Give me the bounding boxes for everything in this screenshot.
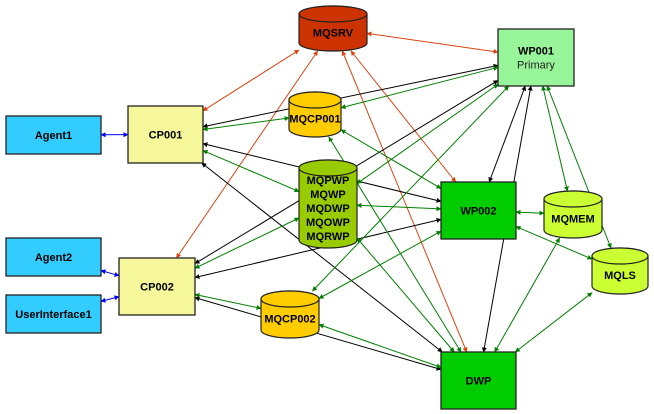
node-wp002[interactable]: WP002 [440,181,517,240]
edge-wp001-mqwp [356,83,499,184]
node-label: MQMEM [551,214,594,226]
edge-wp001-mqcp001 [340,66,499,110]
node-box [5,237,102,277]
edge-dwp-mqmem [494,237,561,353]
node-mqls[interactable]: MQLS [591,247,649,295]
node-cp001[interactable]: CP001 [127,105,204,164]
edge-ui1-cp002 [100,295,120,303]
edge-dwp-mqls [514,292,593,353]
node-mqcp002[interactable]: MQCP002 [260,290,320,339]
node-label: Primary [517,60,555,72]
node-label: MQLS [604,270,636,282]
node-label: MQWP [310,189,345,201]
edge-cp002-mqwp [194,217,300,269]
node-label: Agent1 [35,130,72,142]
node-mqwp[interactable]: MQPWP MQWP MQDWP MQOWP MQRWP [298,159,358,249]
node-label: DWP [466,376,492,388]
cylinder-top [260,290,320,308]
edge-agent2-cp002 [100,269,120,277]
node-label: MQPWP [307,175,350,187]
node-label: CP002 [140,282,174,294]
edge-dwp-mqcp002 [318,323,442,369]
node-label: MQCP002 [264,314,315,326]
cylinder-top [298,5,368,23]
cylinder-top [298,159,358,177]
cylinder-top [543,190,603,208]
node-label: CP001 [149,130,183,142]
edge-cp002-mqcp002 [194,292,262,310]
node-box [118,257,196,316]
edge-wp001-mqmem [541,85,569,192]
node-box [440,351,517,410]
node-label: UserInterface1 [15,309,91,321]
node-agent2[interactable]: Agent2 [5,237,102,277]
node-label: WP001 [518,46,554,58]
node-label: WP002 [460,206,496,218]
node-label: MQCP001 [289,114,340,126]
edge-dwp-mqwp [356,237,455,353]
node-box [440,181,517,240]
node-mqmem[interactable]: MQMEM [543,190,603,239]
edge-mqsrv-wp002 [350,50,457,183]
edges-layer [100,31,612,371]
node-label: MQRWP [306,231,349,243]
node-box [5,294,102,334]
node-label: Agent2 [35,252,72,264]
node-label: MQSRV [313,28,354,40]
node-mqsrv[interactable]: MQSRV [298,5,368,52]
node-label: MQOWP [306,217,350,229]
cylinder-top [591,247,649,265]
node-box [497,28,575,87]
node-label: MQDWP [306,203,349,215]
edge-cp001-mqwp [202,150,300,193]
edge-wp002-mqwp [356,202,442,212]
node-mqcp001[interactable]: MQCP001 [288,91,342,138]
node-ui1[interactable]: UserInterface1 [5,294,102,334]
node-box [5,115,102,155]
node-box [127,105,204,164]
node-dwp[interactable]: DWP [440,351,517,410]
edge-wp002-mqmem [515,209,545,216]
edge-cp001-mqcp001 [202,116,290,132]
node-agent1[interactable]: Agent1 [5,115,102,155]
node-cp002[interactable]: CP002 [118,257,196,316]
cylinder-top [288,91,342,109]
edge-mqsrv-cp001 [202,49,300,112]
edge-mqsrv-wp001 [366,31,499,54]
edge-wp001-cp001 [202,63,499,129]
